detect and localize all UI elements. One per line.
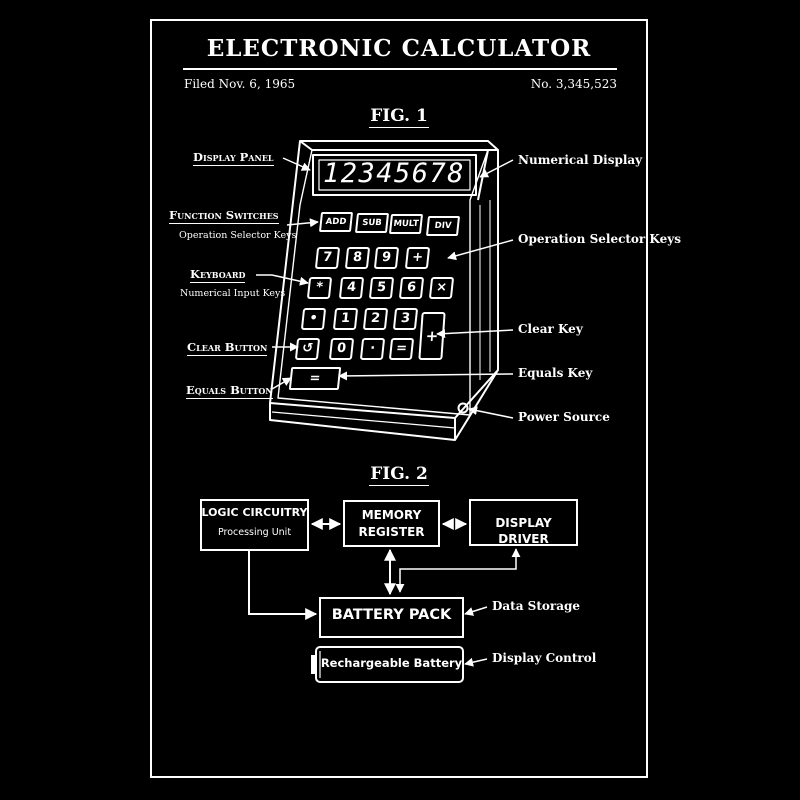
numerical-display-label: Numerical Display (518, 153, 643, 167)
clear-button-label: Clear Button (187, 340, 268, 356)
equals-key-label: Equals Key (518, 366, 593, 380)
base-edge (269, 369, 499, 419)
display-panel-arrow (282, 157, 311, 171)
data-storage-label: Data Storage (492, 599, 581, 613)
patent-number: No. 3,345,523 (530, 77, 617, 91)
power-jack (457, 402, 469, 414)
memory-label-2: REGISTER (358, 525, 425, 539)
battery-pack-label: BATTERY PACK (331, 607, 452, 623)
battery-terminal (311, 655, 317, 674)
page-title: ELECTRONIC CALCULATOR (206, 35, 592, 62)
function-switches-sub: Operation Selector Keys (179, 230, 297, 241)
title-rule (183, 68, 617, 70)
equals-button-arrow (271, 377, 292, 390)
rechargeable-battery-label: Rechargeable Battery (320, 656, 463, 670)
function-switches-label: Function Switches (169, 208, 279, 224)
filed-date: Filed Nov. 6, 1965 (184, 77, 296, 91)
power-source-arrow (468, 406, 514, 419)
display-control-label: Display Control (492, 651, 597, 665)
keyboard-sub: Numerical Input Keys (180, 288, 286, 299)
diagram-frame (150, 19, 648, 778)
clear-key-arrow (436, 329, 514, 339)
logic-circuitry-title: LOGIC CIRCUITRY (201, 506, 308, 519)
display-panel-label: Display Panel (193, 150, 274, 166)
logic-circuitry-sub: Processing Unit (217, 527, 292, 538)
display-driver-box (469, 499, 578, 546)
equals-key-arrow (338, 371, 514, 381)
clear-key-label: Clear Key (518, 322, 583, 336)
data-storage-arrow (464, 606, 488, 616)
calculator-body (269, 140, 499, 441)
display-control-arrow (464, 657, 488, 667)
equals-button-label: Equals Button (186, 383, 273, 399)
display-driver-label: DISPLAY DRIVER (495, 516, 552, 547)
power-source-label: Power Source (518, 410, 610, 424)
memory-label-1: MEMORY (361, 508, 422, 522)
logic-circuitry-box (200, 499, 309, 551)
battery-driver-link (395, 548, 521, 593)
operation-selector-keys-label: Operation Selector Keys (518, 232, 681, 246)
logic-battery-link (248, 550, 318, 620)
fig2-label: FIG. 2 (369, 464, 429, 486)
fig1-label: FIG. 1 (369, 106, 429, 128)
memory-register-box (343, 500, 440, 547)
keyboard-arrow (271, 274, 309, 286)
display-window (312, 154, 477, 196)
keyboard-label: Keyboard (190, 267, 246, 283)
battery-pack-box (319, 597, 464, 638)
numerical-display-arrow (479, 159, 514, 178)
function-switches-arrow (286, 218, 319, 228)
operation-selector-arrow (447, 239, 514, 261)
numerical-display: 12345678 (323, 158, 466, 189)
